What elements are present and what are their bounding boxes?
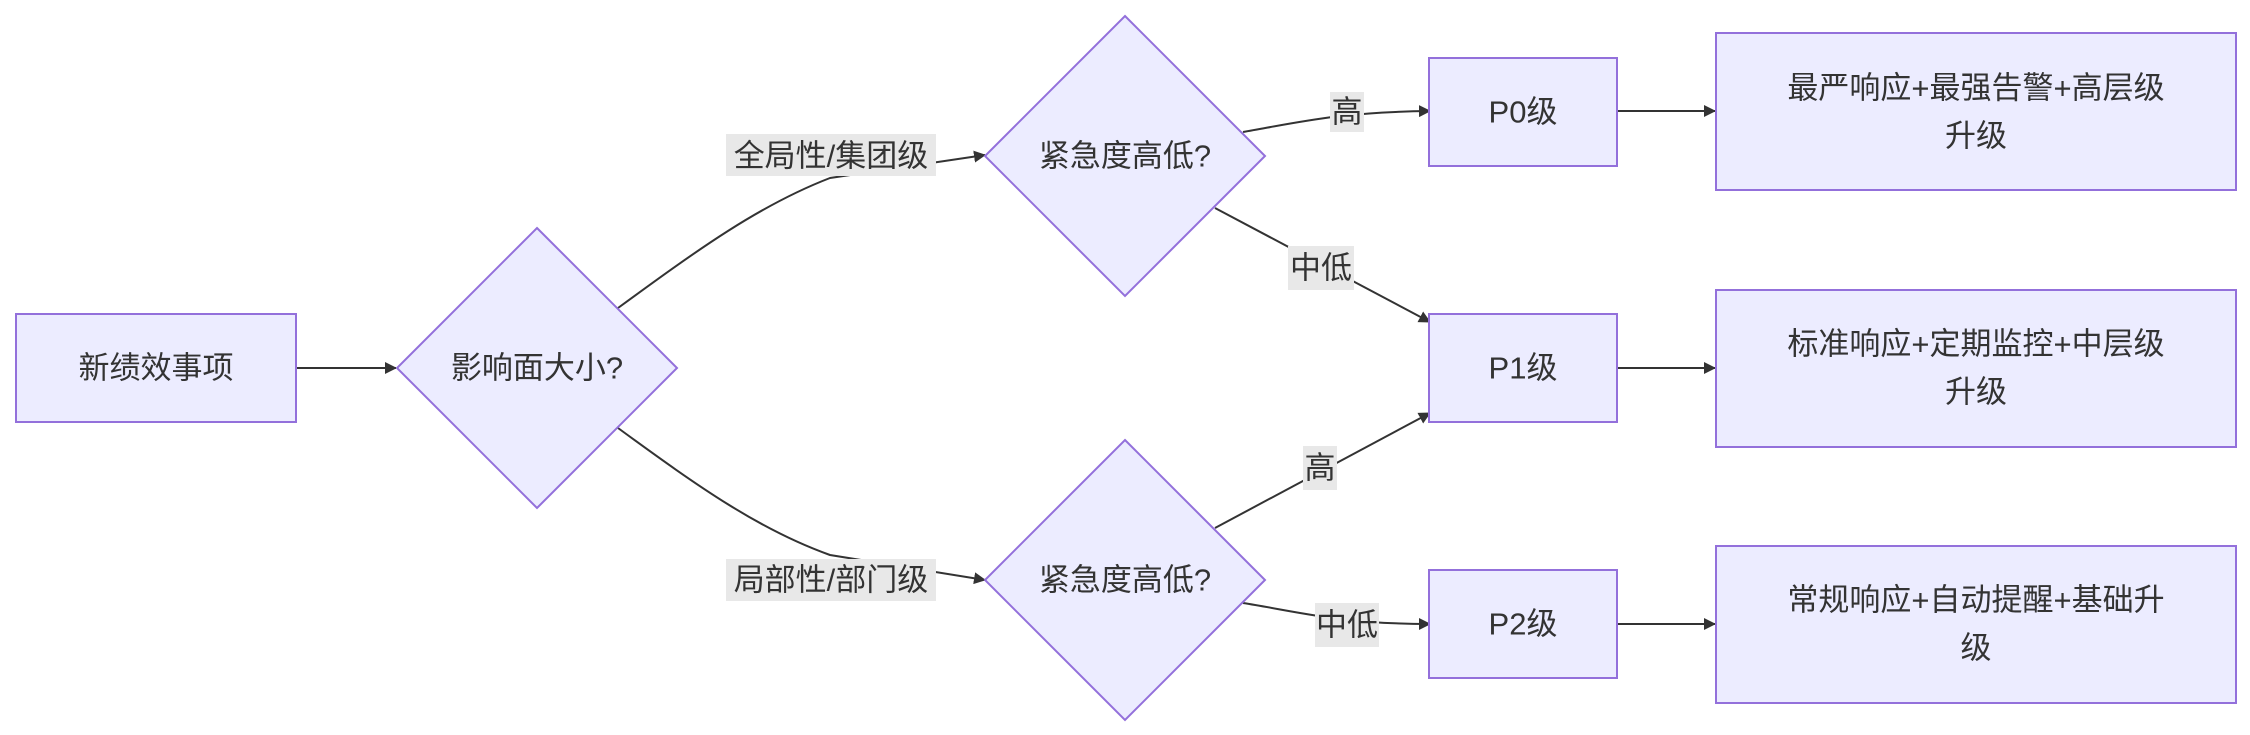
node-p2: P2级 [1428, 569, 1618, 679]
node-impact-decision: 影响面大小? [395, 226, 679, 510]
edge-label-global-to-p1: 中低 [1288, 246, 1354, 290]
node-urgency-local-decision: 紧急度高低? [983, 438, 1267, 722]
edge-label-text: 高 [1305, 451, 1336, 486]
node-start: 新绩效事项 [15, 313, 297, 423]
edge-label-impact-to-local: 局部性/部门级 [726, 559, 936, 601]
node-label-line2: 升级 [1945, 119, 2007, 154]
node-action-p0: 最严响应+最强告警+高层级 升级 [1715, 32, 2237, 191]
node-label-line2: 升级 [1945, 375, 2007, 410]
node-label: 紧急度高低? [1039, 139, 1211, 174]
node-label-line2: 级 [1961, 631, 1992, 666]
node-action-p2: 常规响应+自动提醒+基础升 级 [1715, 545, 2237, 704]
node-label-line1: 最严响应+最强告警+高层级 [1787, 71, 2164, 106]
node-label-line1: 标准响应+定期监控+中层级 [1787, 327, 2164, 362]
edge-global-to-p0 [1242, 105, 1431, 133]
node-label: 新绩效事项 [79, 351, 234, 386]
node-label: 紧急度高低? [1039, 563, 1211, 598]
node-label: P1级 [1489, 351, 1558, 386]
edge-label-text: 全局性/集团级 [734, 139, 929, 174]
node-p0: P0级 [1428, 57, 1618, 167]
edge-label-local-to-p2: 中低 [1315, 603, 1379, 647]
node-label-line1: 常规响应+自动提醒+基础升 [1787, 583, 2164, 618]
node-urgency-global-decision: 紧急度高低? [983, 14, 1267, 298]
node-p1: P1级 [1428, 313, 1618, 423]
node-label: 影响面大小? [451, 351, 623, 386]
edge-impact-to-local [617, 427, 986, 585]
edge-label-text: 局部性/部门级 [734, 563, 929, 598]
node-label: P0级 [1489, 95, 1558, 130]
edge-label-impact-to-global: 全局性/集团级 [726, 134, 936, 176]
node-action-p1: 标准响应+定期监控+中层级 升级 [1715, 289, 2237, 448]
node-label: P2级 [1489, 607, 1558, 642]
edge-label-local-to-p1: 高 [1303, 446, 1337, 490]
edge-label-text: 中低 [1290, 251, 1352, 286]
edge-impact-to-global [617, 150, 986, 309]
edge-label-global-to-p0: 高 [1330, 92, 1364, 132]
edge-label-text: 中低 [1316, 608, 1378, 643]
edge-label-text: 高 [1332, 95, 1363, 130]
